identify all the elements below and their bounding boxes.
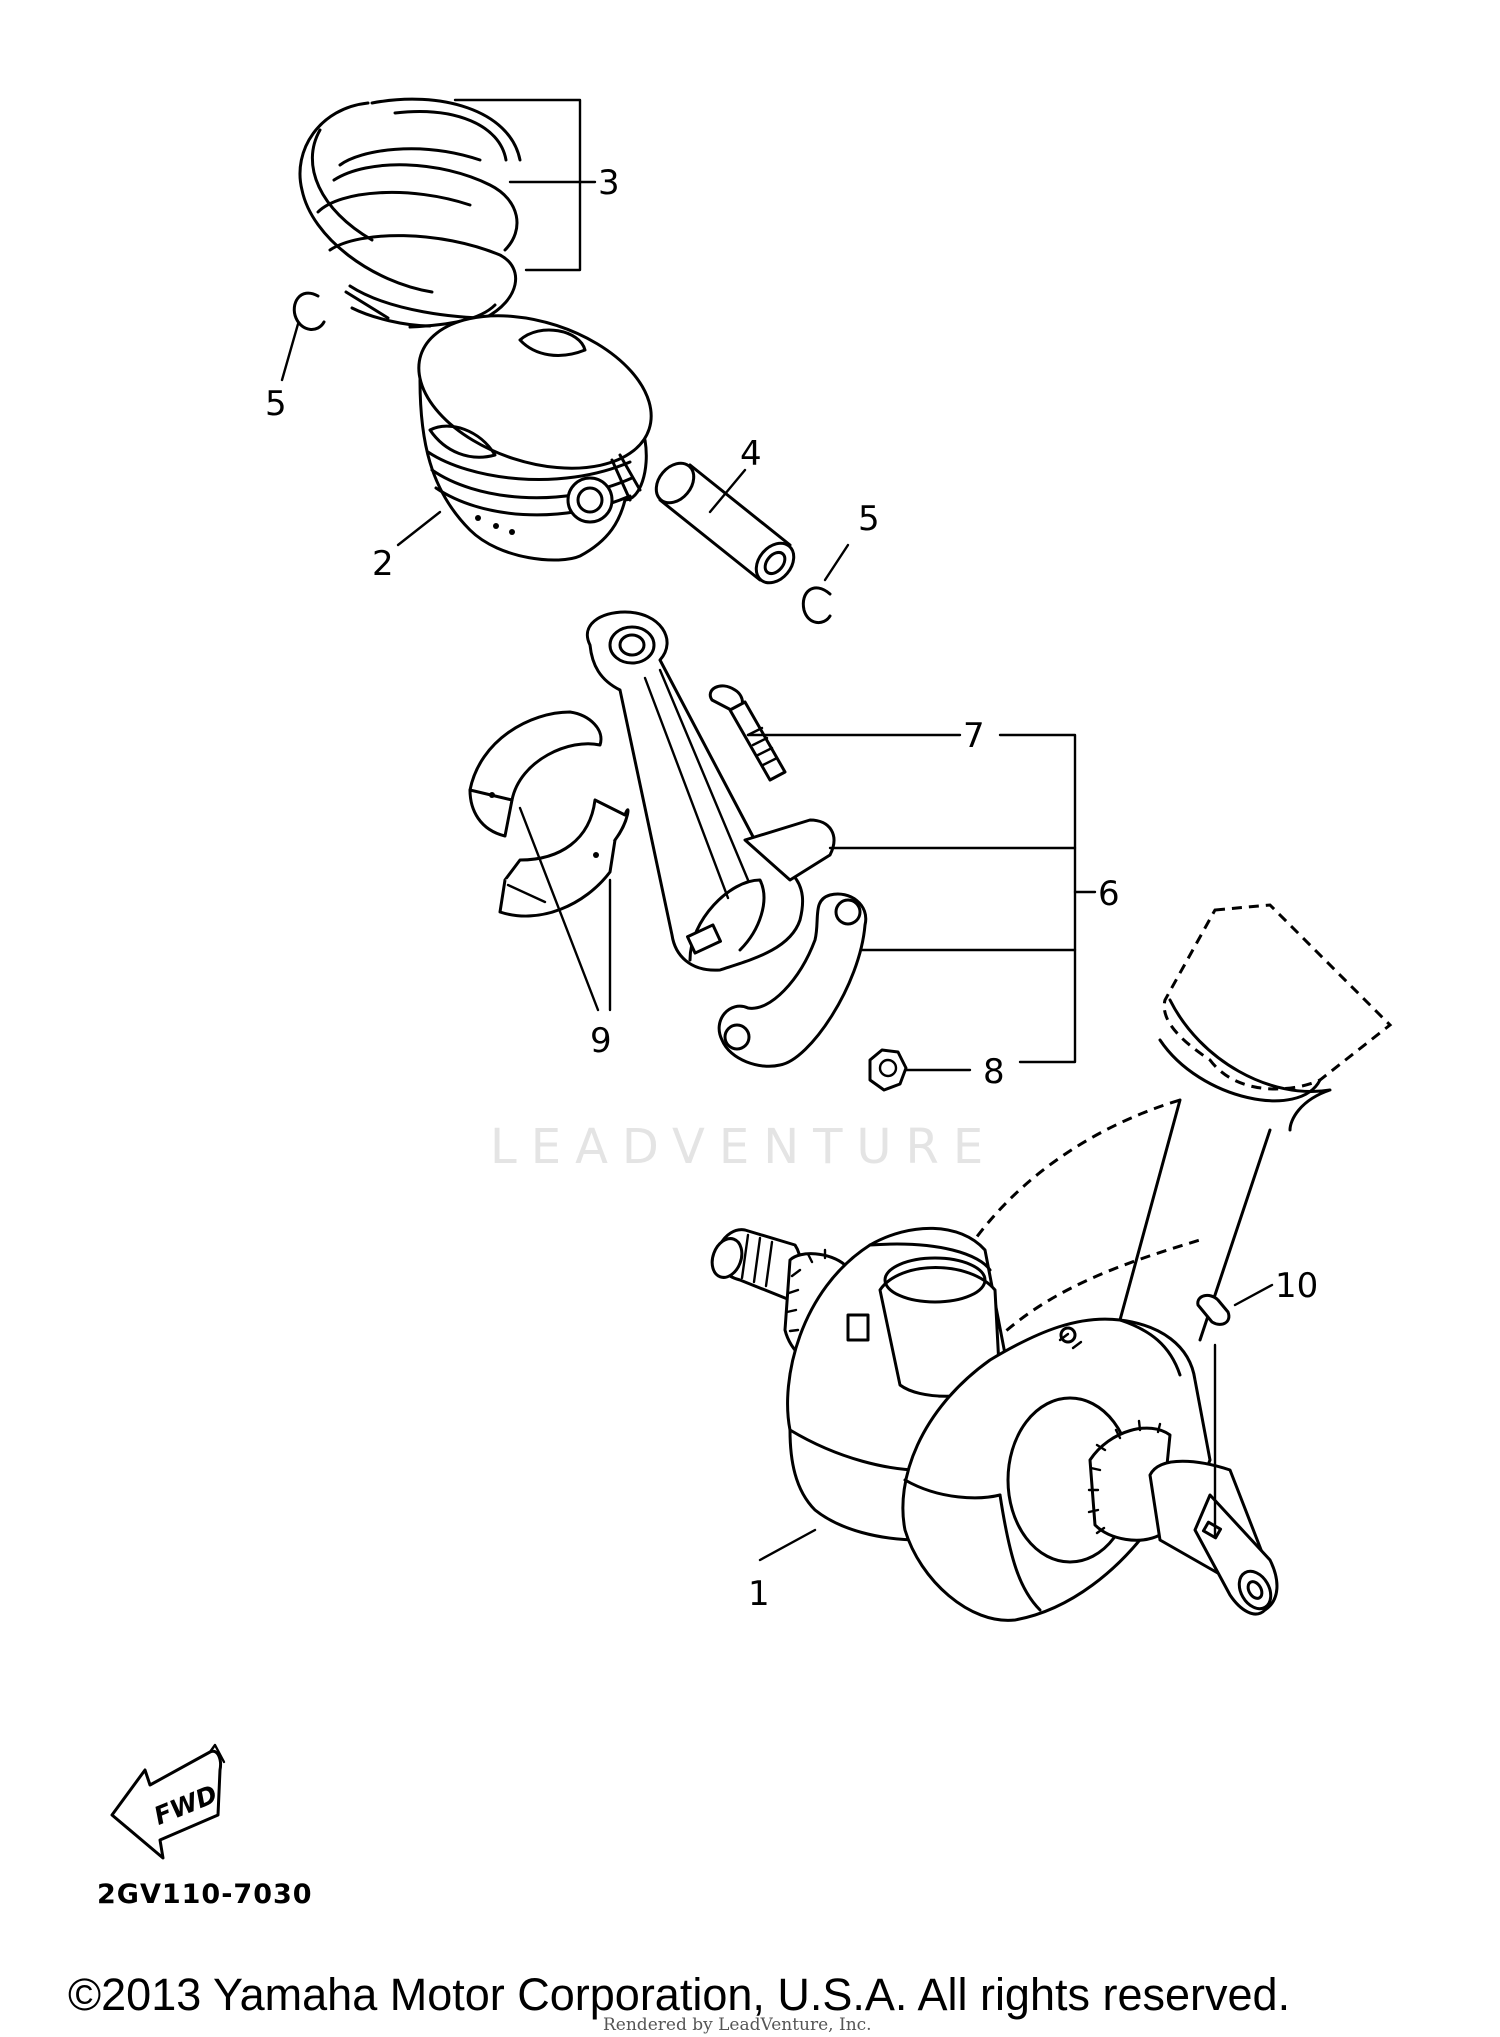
circlip-left (292, 291, 326, 331)
rendered-by-notice: Rendered by LeadVenture, Inc. (603, 2015, 872, 2035)
leader-9 (518, 806, 600, 1012)
woodruff-key (1196, 1293, 1231, 1326)
watermark: LEADVENTURE (490, 1119, 997, 1175)
rod-bolt (708, 684, 787, 782)
fwd-arrow-icon: FWD (110, 1743, 226, 1860)
piston-pin (654, 461, 796, 585)
callout-3: 3 (598, 163, 620, 203)
connecting-rod (586, 610, 836, 972)
callout-5-left: 5 (265, 384, 287, 424)
callout-4: 4 (740, 434, 762, 474)
callout-8: 8 (983, 1052, 1005, 1092)
callout-1: 1 (748, 1574, 770, 1614)
callout-10: 10 (1275, 1266, 1318, 1306)
bearings (468, 710, 630, 918)
piston (417, 314, 653, 562)
leader-3 (453, 98, 582, 272)
callout-7: 7 (963, 716, 985, 756)
circlip-right (801, 586, 832, 624)
diagram-code: 2GV110-7030 (97, 1879, 313, 1910)
callout-2: 2 (372, 544, 394, 584)
callout-6: 6 (1098, 874, 1120, 914)
callout-9: 9 (590, 1021, 612, 1061)
rod-nut (868, 1048, 908, 1092)
callout-5-right: 5 (858, 499, 880, 539)
crankshaft (710, 1226, 1279, 1622)
copyright-notice: ©2013 Yamaha Motor Corporation, U.S.A. A… (68, 1969, 1290, 2020)
piston-rings (298, 97, 522, 329)
phantom-rod (933, 903, 1393, 1381)
rod-cap (717, 892, 868, 1068)
